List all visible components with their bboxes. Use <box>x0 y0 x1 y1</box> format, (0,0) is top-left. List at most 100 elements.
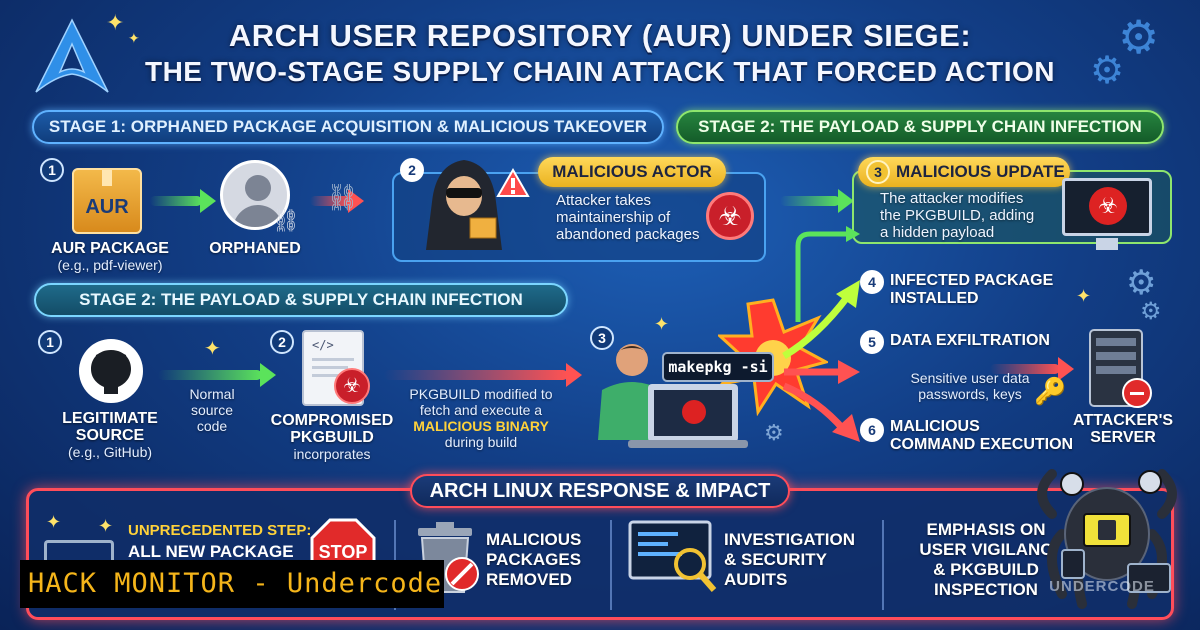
response-item4: & PKGBUILD <box>933 560 1039 579</box>
monitor-stand <box>1096 238 1118 250</box>
aur-package-label: AUR PACKAGE <box>51 240 169 257</box>
step-number: 2 <box>270 330 294 354</box>
mod-text: during build <box>444 434 518 450</box>
step-number: 1 <box>38 330 62 354</box>
step-number: 1 <box>40 158 64 182</box>
gear-icon: ⚙ <box>1118 11 1160 63</box>
pkgbuild-label: PKGBUILD <box>290 429 374 446</box>
flow-text: code <box>196 418 228 434</box>
step4-label: INFECTED PACKAGE <box>890 272 1054 289</box>
stage2-top-banner: STAGE 2: THE PAYLOAD & SUPPLY CHAIN INFE… <box>676 110 1164 144</box>
malware-icon: ☣ <box>706 192 754 240</box>
step-number: 2 <box>400 158 424 182</box>
step-number: 6 <box>860 418 884 442</box>
source-label: SOURCE <box>75 427 145 444</box>
github-icon <box>79 339 143 403</box>
flow-text: Normal <box>189 386 235 402</box>
response-item3: & SECURITY <box>724 550 827 569</box>
server-label: ATTACKER'S <box>1072 412 1174 429</box>
gear-icon: ⚙ <box>1126 264 1157 302</box>
source-sub: (e.g., GitHub) <box>67 444 153 460</box>
step5-label: DATA EXFILTRATION <box>890 332 1050 349</box>
arch-logo-icon <box>35 18 109 93</box>
divider <box>610 520 612 610</box>
hacker-icon <box>426 160 502 250</box>
exfil-arrow <box>990 357 1074 381</box>
gear-icon: ⚙ <box>1090 50 1125 92</box>
page-title: ARCH USER REPOSITORY (AUR) UNDER SIEGE: <box>228 18 972 53</box>
response-item4: INSPECTION <box>934 580 1038 599</box>
sparkle-icon: ✦ <box>46 512 62 532</box>
step4-label: INSTALLED <box>890 290 979 307</box>
watermark-logo: UNDERCODE <box>1049 578 1155 595</box>
malicious-actor-title: MALICIOUS ACTOR <box>538 157 726 187</box>
step6-label: COMMAND EXECUTION <box>890 436 1074 453</box>
response-item3: INVESTIGATION <box>724 530 855 549</box>
sparkle-icon: ✦ <box>106 10 125 35</box>
sparkle-icon: ✦ <box>1076 286 1092 306</box>
response-banner: ARCH LINUX RESPONSE & IMPACT <box>410 474 790 508</box>
monitor-icon: ☣ <box>1062 178 1152 236</box>
update-text: The attacker modifies <box>880 190 1024 207</box>
flow-arrow <box>310 189 364 213</box>
orphaned-label: ORPHANED <box>209 240 301 257</box>
flow-arrow <box>384 363 582 387</box>
actor-text: abandoned packages <box>556 226 700 243</box>
step-number: 3 <box>590 326 614 350</box>
orphaned-avatar <box>220 160 290 230</box>
gate-icon <box>44 540 114 564</box>
response-item2: REMOVED <box>486 570 572 589</box>
response-item4: EMPHASIS ON <box>926 520 1046 539</box>
broken-chain-icon: ⛓ <box>326 182 360 212</box>
stage1-banner: STAGE 1: ORPHANED PACKAGE ACQUISITION & … <box>32 110 664 144</box>
response-item2: MALICIOUS <box>486 530 582 549</box>
investigation-screen-icon <box>628 520 717 592</box>
warning-icon <box>496 168 530 197</box>
sparkle-icon: ✦ <box>98 516 114 536</box>
malicious-binary-highlight: MALICIOUS BINARY <box>413 418 549 434</box>
pkgbuild-sub: incorporates <box>293 446 371 462</box>
malware-icon: ☣ <box>334 368 370 404</box>
connector-arrow <box>795 226 860 322</box>
flow-text: source <box>190 402 234 418</box>
divider <box>882 520 884 610</box>
gear-icon: ⚙ <box>764 420 784 445</box>
flow-arrow <box>150 189 216 213</box>
step6-label: MALICIOUS <box>890 418 980 435</box>
actor-text: Attacker takes <box>556 192 652 209</box>
response-item3: AUDITS <box>724 570 788 589</box>
update-text: the PKGBUILD, adding <box>880 207 1035 224</box>
pkgbuild-label: COMPROMISED <box>270 412 394 429</box>
flow-arrow <box>780 189 854 213</box>
exfil-text: Sensitive user data <box>910 370 1030 386</box>
blocked-icon <box>1122 378 1152 408</box>
octopus-mascot-icon <box>1037 469 1177 609</box>
response-item1-highlight: UNPRECEDENTED STEP: <box>128 522 312 539</box>
mod-text: PKGBUILD modified to <box>409 386 553 402</box>
step-number: 4 <box>860 270 884 294</box>
terminal-command: makepkg -si <box>662 352 774 382</box>
sparkle-icon: ✦ <box>204 338 221 360</box>
key-icon: 🔑 <box>1034 376 1067 406</box>
branching-arrows <box>782 280 860 442</box>
page-subtitle: THE TWO-STAGE SUPPLY CHAIN ATTACK THAT F… <box>144 56 1056 87</box>
update-text: a hidden payload <box>880 224 995 241</box>
aur-package-icon: AUR <box>72 168 142 234</box>
sparkle-icon: ✦ <box>128 30 140 46</box>
malware-icon: ☣ <box>1089 187 1127 225</box>
sparkle-icon: ✦ <box>654 314 670 334</box>
user-at-laptop-icon <box>598 344 748 448</box>
step-number: 5 <box>860 330 884 354</box>
flow-arrow <box>158 363 276 387</box>
broken-link-icon: ⛓ <box>272 208 300 233</box>
server-label: SERVER <box>1090 429 1156 446</box>
response-item1-text: ALL NEW PACKAGE <box>128 542 294 561</box>
mod-text: fetch and execute a <box>419 402 543 418</box>
exfil-text: passwords, keys <box>918 386 1022 402</box>
hack-monitor-overlay: HACK MONITOR - Undercode <box>20 560 444 608</box>
source-label: LEGITIMATE <box>62 410 158 427</box>
malicious-update-title: 3 MALICIOUS UPDATE <box>858 157 1070 187</box>
svg-text:STOP: STOP <box>319 542 368 562</box>
stage2-banner: STAGE 2: THE PAYLOAD & SUPPLY CHAIN INFE… <box>34 283 568 317</box>
response-item4: USER VIGILANC <box>919 540 1053 559</box>
